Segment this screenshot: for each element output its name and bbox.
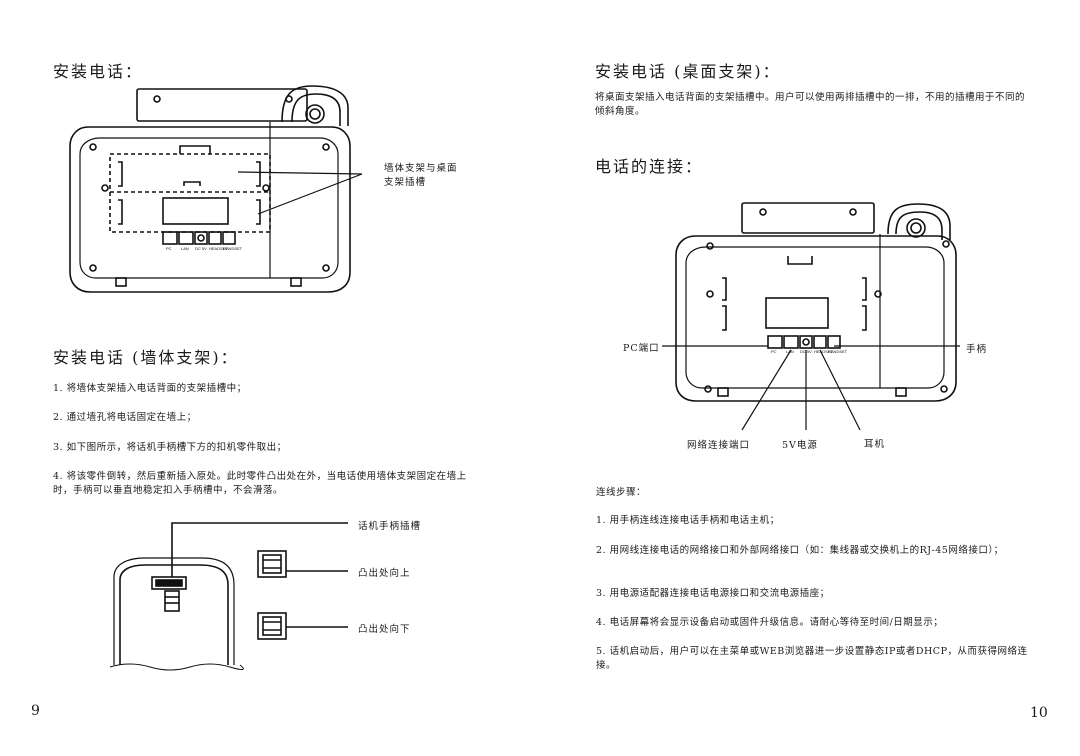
callout-line1: 墙体支架与桌面 bbox=[384, 163, 458, 174]
callout-network-port: 网络连接端口 bbox=[687, 440, 751, 451]
right-steps-title: 连线步骤： bbox=[596, 487, 647, 498]
phone-connection-diagram: PC LAN DC 5V HEADSET HANDSET bbox=[662, 202, 960, 431]
port-label-lan: LAN bbox=[181, 246, 189, 251]
callout-handset: 手柄 bbox=[966, 344, 988, 355]
right-step-4: 4. 电话屏幕将会显示设备启动或固件升级信息。请耐心等待至时间/日期显示； bbox=[596, 617, 944, 628]
right-step-2: 2. 用网线连接电话的网络接口和外部网络接口（如：集线器或交换机上的RJ-45网… bbox=[596, 545, 1004, 556]
callout-5v-power: 5V电源 bbox=[782, 440, 818, 451]
handset-hook-diagram bbox=[109, 522, 348, 671]
port-label-dc: DC 5V bbox=[195, 246, 207, 251]
port-label-headset-r: HEADSET bbox=[814, 349, 833, 354]
left-step-3: 3. 如下图所示，将话机手柄槽下方的扣机零件取出； bbox=[53, 442, 287, 453]
left-step-2: 2. 通过墙孔将电话固定在墙上； bbox=[53, 412, 197, 423]
port-label-handset: HANDSET bbox=[223, 246, 243, 251]
callout-wall-desk-slot: 墙体支架与桌面 支架插槽 bbox=[384, 162, 458, 190]
left-step-4: 4. 将该零件倒转，然后重新插入原处。此时零件凸出处在外，当电话使用墙体支架固定… bbox=[53, 471, 467, 496]
label-tab-up: 凸出处向上 bbox=[358, 568, 411, 579]
right-title-desk-mount: 安装电话 (桌面支架)： bbox=[595, 62, 781, 81]
port-label-headset: HEADSET bbox=[209, 246, 228, 251]
right-desk-desc: 将桌面支架插入电话背面的支架插槽中。用户可以使用两排插槽中的一排，不用的插槽用于… bbox=[595, 92, 1026, 117]
left-step-1: 1. 将墙体支架插入电话背面的支架插槽中； bbox=[53, 383, 247, 394]
left-title-wall-mount: 安装电话 (墙体支架)： bbox=[53, 348, 239, 367]
right-title-connection: 电话的连接： bbox=[595, 157, 704, 176]
port-label-lan-r: LAN bbox=[786, 349, 794, 354]
left-title-install: 安装电话： bbox=[53, 62, 144, 81]
right-step-1: 1. 用手柄连线连接电话手柄和电话主机； bbox=[596, 515, 780, 526]
port-label-handset-r: HANDSET bbox=[828, 349, 848, 354]
page-number-left: 9 bbox=[31, 703, 40, 719]
page-number-right: 10 bbox=[1030, 705, 1048, 721]
phone-back-diagram-left: PC LAN DC 5V HEADSET HANDSET bbox=[69, 85, 363, 293]
callout-headset: 耳机 bbox=[864, 439, 886, 450]
callout-pc-port: PC端口 bbox=[623, 343, 660, 354]
port-label-dc-r: DC 5V bbox=[800, 349, 812, 354]
label-tab-down: 凸出处向下 bbox=[358, 624, 411, 635]
right-step-3: 3. 用电源适配器连接电话电源接口和交流电源插座； bbox=[596, 588, 830, 599]
port-label-pc: PC bbox=[166, 246, 172, 251]
label-handset-hook: 话机手柄插槽 bbox=[358, 521, 422, 532]
port-label-pc-r: PC bbox=[771, 349, 777, 354]
right-step-5: 5. 话机启动后，用户可以在主菜单或WEB浏览器进一步设置静态IP或者DHCP，… bbox=[596, 646, 1028, 671]
callout-line2: 支架插槽 bbox=[384, 177, 427, 188]
